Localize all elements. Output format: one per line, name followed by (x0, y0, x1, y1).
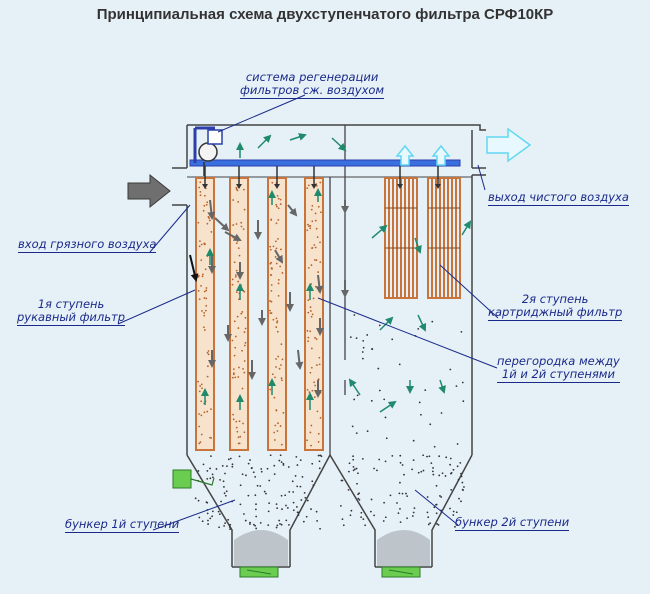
flow-arrow (295, 349, 304, 370)
partition-line-1: перегородка между (497, 354, 620, 368)
outlet-arrow (486, 127, 532, 163)
regen-line-1: система регенерации (245, 70, 379, 84)
outlet-label: выход чистого воздуха (488, 190, 629, 206)
flow-arrow (224, 231, 242, 241)
stage1-line-1: 1я ступень (37, 297, 105, 311)
level-sensor (172, 469, 215, 489)
stage2-outlet-arrows (395, 144, 451, 166)
flow-arrow (371, 224, 388, 239)
stage2-line-2: картриджный фильтр (488, 305, 623, 321)
flow-arrow (379, 316, 394, 331)
stage-partition (329, 125, 346, 455)
flow-arrow (214, 217, 230, 232)
flow-arrow (414, 237, 422, 254)
leader-lines (117, 94, 499, 531)
flow-arrow (379, 400, 397, 413)
flow-arrow (348, 378, 361, 396)
inlet-arrow (127, 173, 171, 209)
stage1-line-2: рукавный фильтр (17, 310, 126, 326)
flow-arrows (189, 133, 472, 413)
flow-arrow (207, 199, 216, 220)
flow-arrow (461, 220, 472, 236)
inlet-label: вход грязного воздуха (18, 237, 157, 253)
bunker1-label: бункер 1й ступени (65, 517, 180, 533)
hopper-dust-piles (234, 530, 430, 566)
stage2-cartridges (384, 177, 461, 299)
bag-2 (229, 177, 249, 451)
dust-particles (194, 314, 465, 531)
flow-arrow (417, 314, 427, 332)
discharge-valve-2 (381, 566, 421, 578)
outlet-small-arrow (395, 144, 415, 166)
flow-arrow (331, 137, 347, 152)
partition-label: перегородка между 1й и 2й ступенями (497, 355, 620, 383)
flow-arrow (189, 254, 199, 282)
regen-system-label: система регенерации фильтров сж. воздухо… (240, 70, 385, 99)
bag-4 (304, 177, 324, 451)
filter-housing (172, 124, 486, 568)
flow-arrow (315, 274, 324, 294)
stage2-line-1: 2я ступень (521, 292, 589, 306)
page-title: Принципиальная схема двухступенчатого фи… (96, 6, 554, 23)
flow-arrow (289, 133, 307, 141)
stage1-label: 1я ступень рукавный фильтр (17, 297, 126, 326)
regeneration-system (189, 126, 461, 176)
flow-arrow (274, 249, 284, 264)
flow-arrow (257, 134, 272, 149)
flow-arrow (438, 379, 446, 394)
regen-line-2: фильтров сж. воздухом (240, 83, 385, 99)
discharge-valve-1 (239, 566, 279, 578)
bunker2-label: бункер 2й ступени (455, 515, 570, 531)
manifold-nozzles (202, 166, 441, 189)
flow-arrow (287, 204, 298, 217)
outlet-small-arrow (431, 144, 451, 166)
stage2-label: 2я ступень картриджный фильтр (488, 292, 623, 321)
partition-line-2: 1й и 2й ступенями (497, 368, 620, 383)
